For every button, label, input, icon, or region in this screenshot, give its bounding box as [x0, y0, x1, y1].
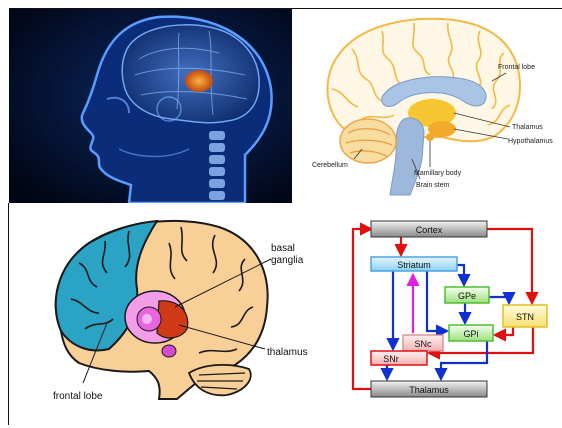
edge-stn-gpi: [495, 327, 513, 335]
cerebellum-lateral: [189, 365, 251, 395]
svg-text:Striatum: Striatum: [397, 260, 431, 270]
edge-striatum-gpi: [427, 271, 447, 331]
lateral-brain-diagram: basal ganglia thalamus frontal lobe: [9, 203, 327, 425]
node-snr: SNr: [371, 351, 427, 365]
node-gpi: GPi: [449, 325, 493, 341]
label-basal: basal: [271, 243, 295, 254]
node-gpe: GPe: [445, 287, 489, 303]
label-thalamus: thalamus: [267, 347, 308, 358]
head-xray-illustration: [9, 9, 292, 203]
node-striatum: Striatum: [371, 257, 457, 271]
svg-text:GPi: GPi: [463, 329, 478, 339]
highlight-region: [185, 70, 213, 92]
edge-gpe-stn: [489, 297, 509, 303]
edge-thalamus-cortex: [353, 229, 371, 389]
edge-cortex-stn: [487, 229, 532, 303]
label-ganglia: ganglia: [271, 255, 304, 266]
svg-text:GPe: GPe: [458, 291, 476, 301]
label-brain-stem: Brain stem: [416, 182, 450, 189]
svg-text:Thalamus: Thalamus: [409, 385, 449, 395]
basal-ganglia-circuit-diagram: Cortex Striatum GPe STN GPi SNc SNr Tha: [327, 203, 562, 425]
svg-text:SNc: SNc: [414, 339, 432, 349]
sagittal-brain-diagram: Frontal lobe Thalamus Hypothalamus Cereb…: [292, 9, 562, 203]
svg-text:Cortex: Cortex: [416, 225, 443, 235]
svg-text:SNr: SNr: [383, 354, 399, 364]
node-cortex: Cortex: [371, 221, 487, 237]
subthalamic-region: [162, 345, 176, 357]
mamillary-body: [426, 133, 434, 141]
node-thalamus: Thalamus: [371, 381, 487, 397]
svg-text:STN: STN: [516, 312, 534, 322]
cerebellum: [340, 119, 396, 163]
label-thalamus: Thalamus: [512, 124, 543, 131]
node-stn: STN: [503, 305, 547, 327]
edge-gpi-thalamus: [441, 341, 487, 379]
node-snc: SNc: [403, 335, 443, 351]
label-cerebellum: Cerebellum: [312, 162, 348, 169]
label-mamillary-body: Mamillary body: [414, 170, 462, 177]
edge-striatum-gpe: [457, 265, 464, 285]
label-hypothalamus: Hypothalamus: [508, 138, 553, 145]
label-frontal-lobe: Frontal lobe: [498, 64, 535, 71]
label-frontal-lobe: frontal lobe: [53, 391, 103, 402]
